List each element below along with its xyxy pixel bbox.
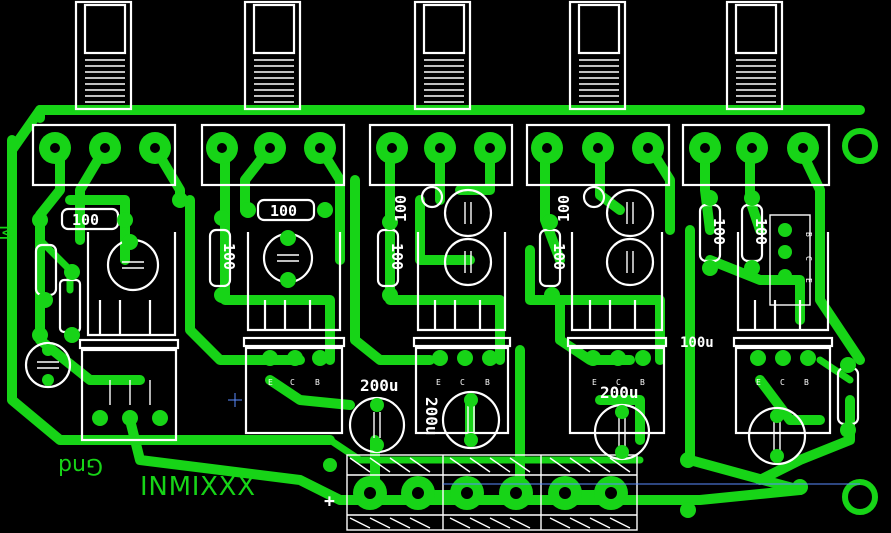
pin-c-2: C — [290, 378, 295, 387]
label-r4: 100 — [388, 243, 406, 270]
heatsink-1 — [78, 232, 180, 442]
capacitor-c7 — [24, 341, 72, 389]
heatsink-5 — [732, 214, 834, 435]
pin-b-5: B — [804, 378, 809, 387]
capacitor-c9 — [441, 390, 501, 450]
pin-c-4: C — [616, 378, 621, 387]
pin-c-5: C — [780, 378, 785, 387]
label-r6: 100 — [710, 218, 728, 245]
potentiometers — [31, 0, 831, 187]
capacitor-c11 — [747, 406, 807, 466]
capacitor-small-1 — [420, 185, 444, 209]
label-cap-2: 200u — [422, 397, 441, 436]
m-mark: M — [0, 225, 16, 241]
capacitor-c5 — [605, 188, 655, 238]
label-r5: 100 — [550, 243, 568, 270]
heatsink-2 — [242, 232, 346, 435]
capacitor-small-2 — [582, 185, 606, 209]
potentiometer-5 — [681, 0, 831, 187]
potentiometer-2 — [200, 0, 346, 187]
label-cap-4: 100u — [680, 335, 714, 351]
resistor-r3 — [208, 228, 232, 288]
pin-c-3: C — [460, 378, 465, 387]
potentiometer-1 — [31, 0, 177, 187]
heatsink-3 — [412, 232, 512, 435]
potentiometer-3 — [368, 0, 514, 187]
transistor-heatsinks — [78, 214, 834, 442]
terminal-block — [346, 454, 638, 531]
resistor-r2 — [256, 198, 316, 222]
resistors — [34, 198, 860, 426]
pin-e-4: E — [592, 378, 597, 387]
pin-e-2: E — [268, 378, 273, 387]
resistor-r4 — [376, 228, 400, 288]
pin-b-vert: B — [804, 232, 813, 237]
label-r-small-1: 100 — [392, 195, 410, 222]
pin-c-vert: C — [804, 256, 813, 261]
capacitor-c6 — [605, 237, 655, 287]
cursor-crosshair — [228, 393, 242, 407]
label-r2: 100 — [270, 202, 297, 220]
pin-e-3: E — [436, 378, 441, 387]
pin-b-3: B — [485, 378, 490, 387]
label-r7: 100 — [752, 218, 770, 245]
signature-label: INMIXXX — [140, 472, 255, 502]
pin-b-2: B — [315, 378, 320, 387]
label-cap-1: 200u — [360, 376, 399, 395]
pin-b-4: B — [640, 378, 645, 387]
pin-e-5: E — [756, 378, 761, 387]
label-r1: 100 — [72, 211, 99, 229]
silkscreen-labels: 100 100 100 100 100 100 100 100 100 200u… — [0, 195, 813, 512]
pads — [32, 128, 878, 518]
plus-marker: + — [324, 491, 335, 512]
capacitor-c4 — [443, 237, 493, 287]
label-cap-3: 200u — [600, 383, 639, 402]
pin-e-vert: E — [804, 278, 813, 283]
heatsink-4 — [566, 232, 668, 435]
label-r-small-2: 100 — [555, 195, 573, 222]
potentiometer-4 — [525, 0, 671, 187]
label-r3: 100 — [220, 243, 238, 270]
capacitor-c3 — [443, 188, 493, 238]
capacitors — [24, 185, 807, 466]
gnd-label: Gnd — [58, 453, 103, 478]
